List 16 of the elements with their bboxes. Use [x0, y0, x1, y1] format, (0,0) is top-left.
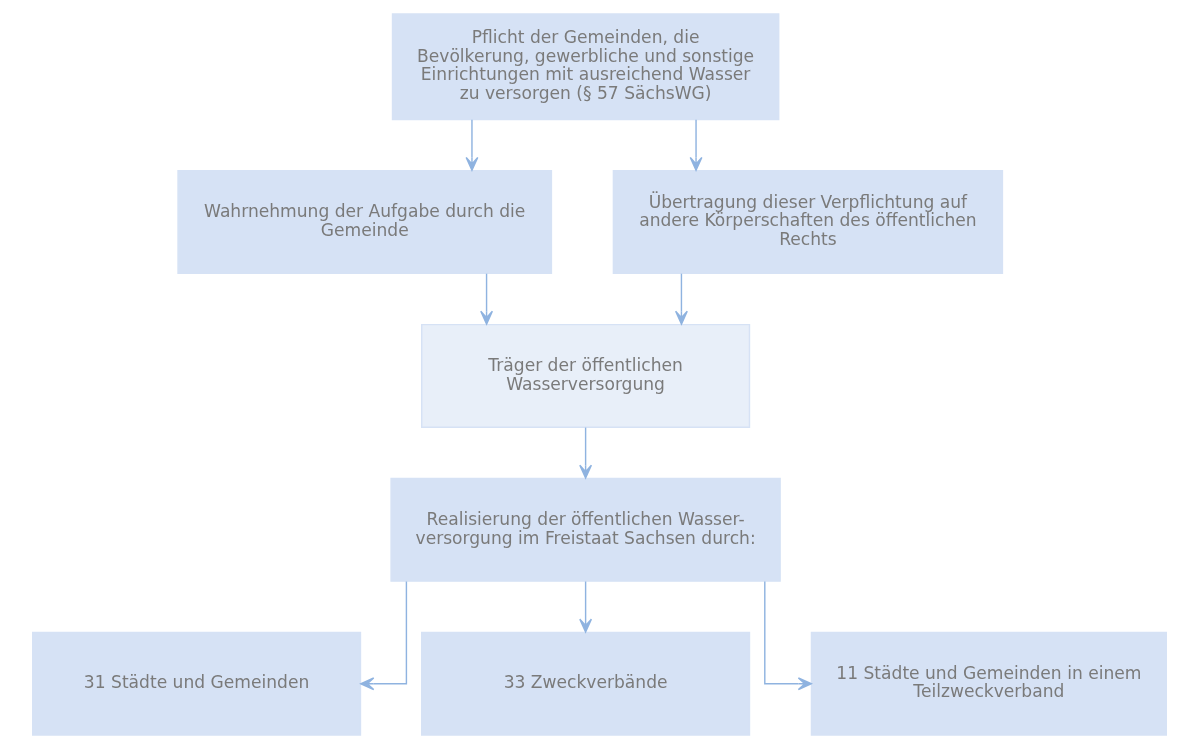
arrow: [689, 119, 703, 171]
node-box: Realisierung der öffentlichen Wasser- versorgung im Freistaat Sachsen durch:: [389, 477, 781, 582]
node-box: 31 Städte und Gemeinden: [31, 631, 361, 736]
arrow: [674, 272, 688, 325]
node-box: Übertragung dieser Verpflichtung auf andere Körperschaften des öffentlichen Rechts: [612, 170, 1003, 275]
arrow: [464, 119, 478, 171]
arrow: [479, 272, 493, 325]
node-box: Pflicht der Gemeinden, die Bevölkerung, gewerbliche und sonstige Einrichtungen mit ausreichend Wasser zu versorgen (§ 57 SächsWG): [391, 13, 779, 121]
arrow: [763, 580, 812, 691]
node-box: Wahrnehmung der Aufgabe durch die Gemeinde: [176, 170, 552, 275]
node-box: Träger der öffentlichen Wasserversorgung: [420, 323, 750, 428]
arrow: [578, 426, 592, 479]
arrow: [578, 580, 592, 633]
node-box: 33 Zweckverbände: [420, 631, 750, 736]
arrow: [359, 580, 407, 691]
node-box: 11 Städte und Gemeinden in einem Teilzweckverband: [810, 631, 1167, 736]
